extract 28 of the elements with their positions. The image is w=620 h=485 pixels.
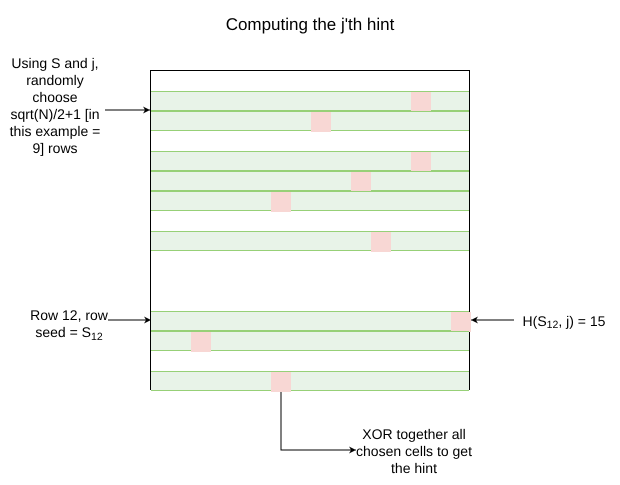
grid-frame — [150, 70, 470, 390]
row-band — [151, 111, 469, 131]
node-text: Using S and j, randomly choose sqrt(N)/2+1 [in this example = 9] rows — [8, 55, 102, 157]
highlighted-cell — [311, 112, 331, 132]
arrow — [108, 316, 152, 324]
highlighted-cell — [411, 92, 431, 112]
arrow — [470, 316, 514, 324]
arrow — [104, 106, 150, 114]
row-band — [151, 331, 469, 351]
highlighted-cell — [191, 332, 211, 352]
row-band — [151, 171, 469, 191]
node-text: Row 12, row seed = S$_{12}$ — [30, 307, 108, 341]
row-band — [151, 191, 469, 211]
highlighted-cell — [411, 152, 431, 172]
highlighted-cell — [451, 312, 471, 332]
highlighted-cell — [271, 372, 291, 392]
row-band — [151, 231, 469, 251]
row-band — [151, 311, 469, 331]
row-band — [151, 91, 469, 111]
node-text: XOR together all chosen cells to get the hint — [356, 426, 472, 476]
highlighted-cell — [271, 192, 291, 212]
arrow — [280, 392, 356, 454]
row-band — [151, 151, 469, 171]
highlighted-cell — [371, 232, 391, 252]
row-band — [151, 371, 469, 391]
node-text: H(S$_{12}$, j) = 15 — [522, 312, 606, 330]
diagram-title: Computing the j'th hint — [224, 14, 396, 36]
highlighted-cell — [351, 172, 371, 192]
